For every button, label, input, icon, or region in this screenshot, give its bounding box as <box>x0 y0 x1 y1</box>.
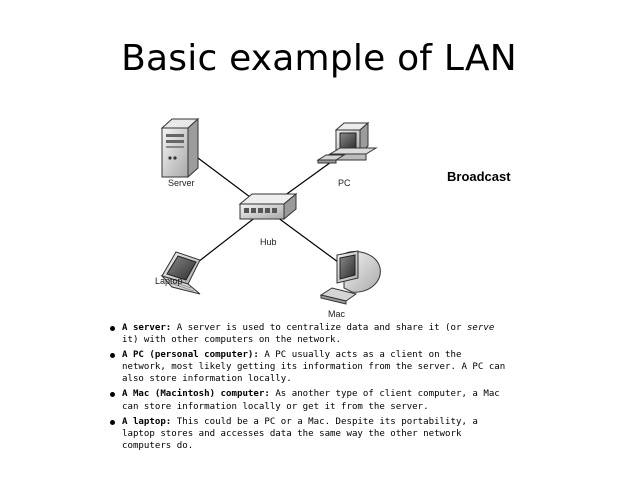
definition-text: This could be a PC or a Mac. Despite its… <box>122 416 478 451</box>
pc-label: PC <box>338 178 351 188</box>
hub-label: Hub <box>260 237 277 247</box>
laptop-icon <box>160 251 201 295</box>
definition-text: A PC usually acts as a client on the net… <box>122 350 506 385</box>
definition-laptop: A laptop: This could be a PC or a Mac. D… <box>108 416 508 452</box>
definitions-list: A server: A server is used to centralize… <box>108 322 508 455</box>
mac-label: Mac <box>328 309 346 319</box>
broadcast-annotation: Broadcast <box>447 169 511 184</box>
slide-title: Basic example of LAN <box>121 38 517 79</box>
definition-text: As another type of client computer, a Ma… <box>122 389 500 412</box>
network-hub-icon <box>238 192 298 221</box>
definition-emphasis: serve <box>466 323 495 333</box>
server-label: Server <box>168 178 195 188</box>
definition-text: A server is used to centralize data and … <box>176 323 467 333</box>
definition-mac: A Mac (Macintosh) computer: As another t… <box>108 388 508 412</box>
laptop-label: Laptop <box>155 276 183 286</box>
imac-icon <box>319 250 381 305</box>
definition-pc: A PC (personal computer): A PC usually a… <box>108 349 508 385</box>
definition-term: A Mac (Macintosh) computer: <box>122 389 270 400</box>
definition-term: A server: <box>122 323 172 333</box>
server-tower-icon <box>160 117 200 179</box>
desktop-pc-icon <box>316 121 378 164</box>
definition-text: it) with other computers on the network. <box>122 335 341 346</box>
definition-server: A server: A server is used to centralize… <box>108 322 508 346</box>
definition-term: A PC (personal computer): <box>122 350 259 361</box>
definition-term: A laptop: <box>122 416 172 427</box>
